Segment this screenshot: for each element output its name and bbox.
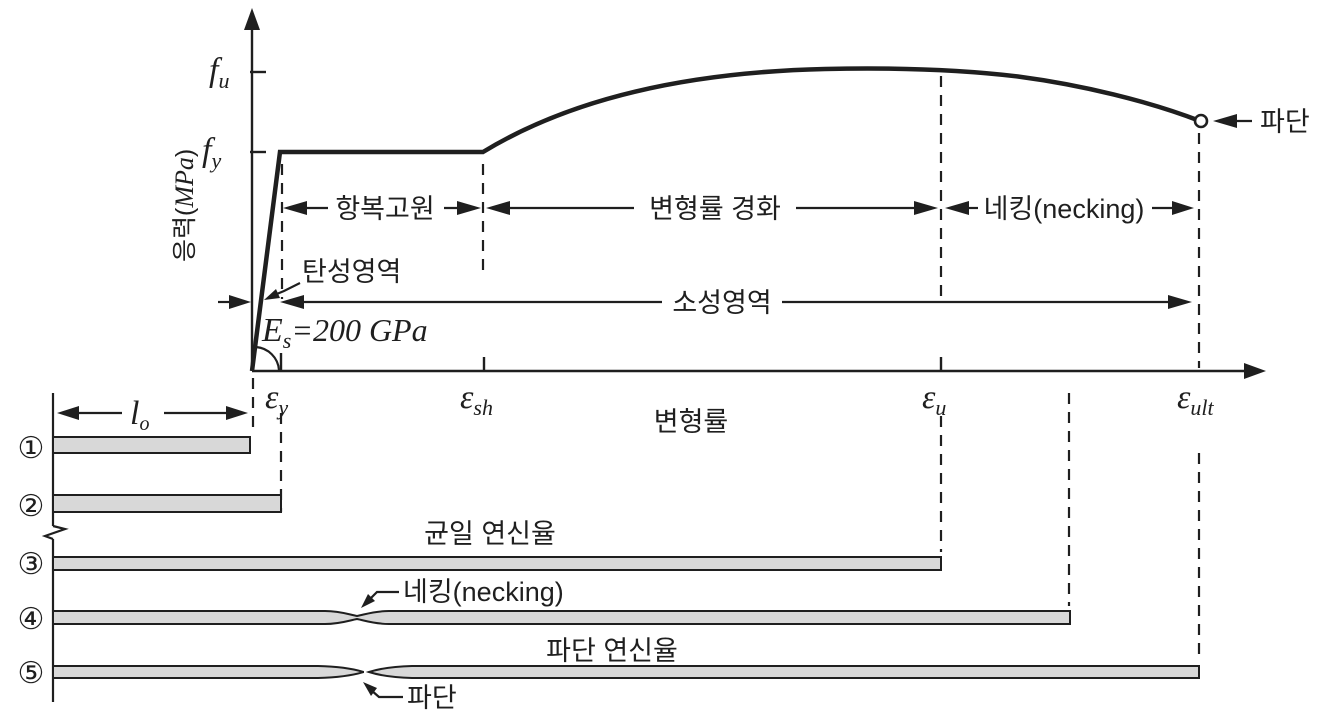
- axes: [244, 8, 1266, 379]
- fracture-point-marker: [1193, 113, 1209, 129]
- fracture-elongation-label: 파단 연신율: [546, 636, 678, 666]
- gauge-length-right-arrowhead-icon: [226, 406, 248, 420]
- necking-region-right-arrowhead-icon: [1172, 201, 1194, 215]
- yield-plateau-right-arrowhead-icon: [457, 201, 481, 215]
- strain-hardening-left-arrowhead-icon: [486, 201, 510, 215]
- specimen-bar-1: [52, 436, 251, 454]
- fy-label: fy: [202, 132, 221, 173]
- region-row-lower: 소성영역: [218, 288, 1192, 318]
- elastic-pointer-arrowhead-icon: [229, 295, 251, 309]
- specimen-necking-callout-line: [368, 590, 399, 601]
- modulus-angle-arc: [255, 345, 281, 371]
- grip-line-break-icon: [41, 524, 69, 541]
- elastic-region-callout-arrowhead-icon: [264, 289, 280, 300]
- yield-plateau-left-arrowhead-icon: [283, 201, 307, 215]
- specimen-number-2: ②: [18, 489, 45, 524]
- y-axis-arrowhead-icon: [244, 8, 260, 30]
- fu-label: fu: [209, 52, 229, 93]
- specimen-bar-4-necked: [52, 610, 1071, 625]
- specimen-necking-callout-arrowhead-icon: [361, 594, 375, 608]
- esh-label: εsh: [460, 379, 493, 420]
- specimen-fracture-label: 파단: [407, 683, 457, 713]
- region-row-upper: 항복고원 변형률 경화 네킹(necking): [283, 194, 1194, 224]
- elastic-modulus-label: Es=200 GPa: [261, 312, 428, 353]
- specimen-bar-5-left-fragment: [52, 665, 364, 679]
- x-axis-title: 변형률: [654, 407, 729, 437]
- ey-label: εy: [265, 379, 288, 420]
- specimen-bar-3: [52, 556, 942, 571]
- x-axis-arrowhead-icon: [1244, 363, 1266, 379]
- strain-hardening-label: 변형률 경화: [649, 194, 781, 224]
- specimen-number-3: ③: [18, 547, 45, 582]
- plastic-right-arrowhead-icon: [1168, 295, 1192, 309]
- plastic-region-label: 소성영역: [672, 288, 771, 318]
- dashed-guides: [251, 76, 1201, 662]
- elastic-region-label: 탄성영역: [302, 257, 401, 287]
- strain-hardening-right-arrowhead-icon: [914, 201, 938, 215]
- eult-label: εult: [1177, 379, 1215, 420]
- specimen-fracture-callout-arrowhead-icon: [363, 682, 377, 696]
- plastic-left-arrowhead-icon: [280, 295, 304, 309]
- specimen-necking-label: 네킹(necking): [403, 577, 564, 607]
- specimen-section: lo ① ② ③ ④ ⑤ 균일 연신율 네킹(necking) 파단 연신율 파…: [18, 393, 1200, 713]
- specimen-bar-5-right-fragment: [365, 665, 1200, 679]
- gauge-length-label: lo: [130, 395, 149, 435]
- specimen-number-4: ④: [18, 602, 45, 637]
- specimen-fracture-callout-line: [370, 689, 403, 699]
- necking-region-label: 네킹(necking): [984, 194, 1145, 224]
- gauge-length-left-arrowhead-icon: [57, 406, 79, 420]
- yield-plateau-label: 항복고원: [335, 194, 434, 224]
- specimen-bar-2: [52, 494, 282, 513]
- eu-label: εu: [922, 379, 946, 420]
- uniform-elongation-label: 균일 연신율: [424, 519, 556, 549]
- specimen-number-5: ⑤: [18, 656, 45, 691]
- fracture-callout-arrowhead-icon: [1213, 114, 1237, 128]
- necking-region-left-arrowhead-icon: [945, 201, 969, 215]
- specimen-number-1: ①: [18, 431, 45, 466]
- stress-strain-curve: [249, 66, 1201, 372]
- fracture-label-top: 파단: [1260, 107, 1310, 137]
- y-axis-title: 응력(MPa): [170, 149, 199, 262]
